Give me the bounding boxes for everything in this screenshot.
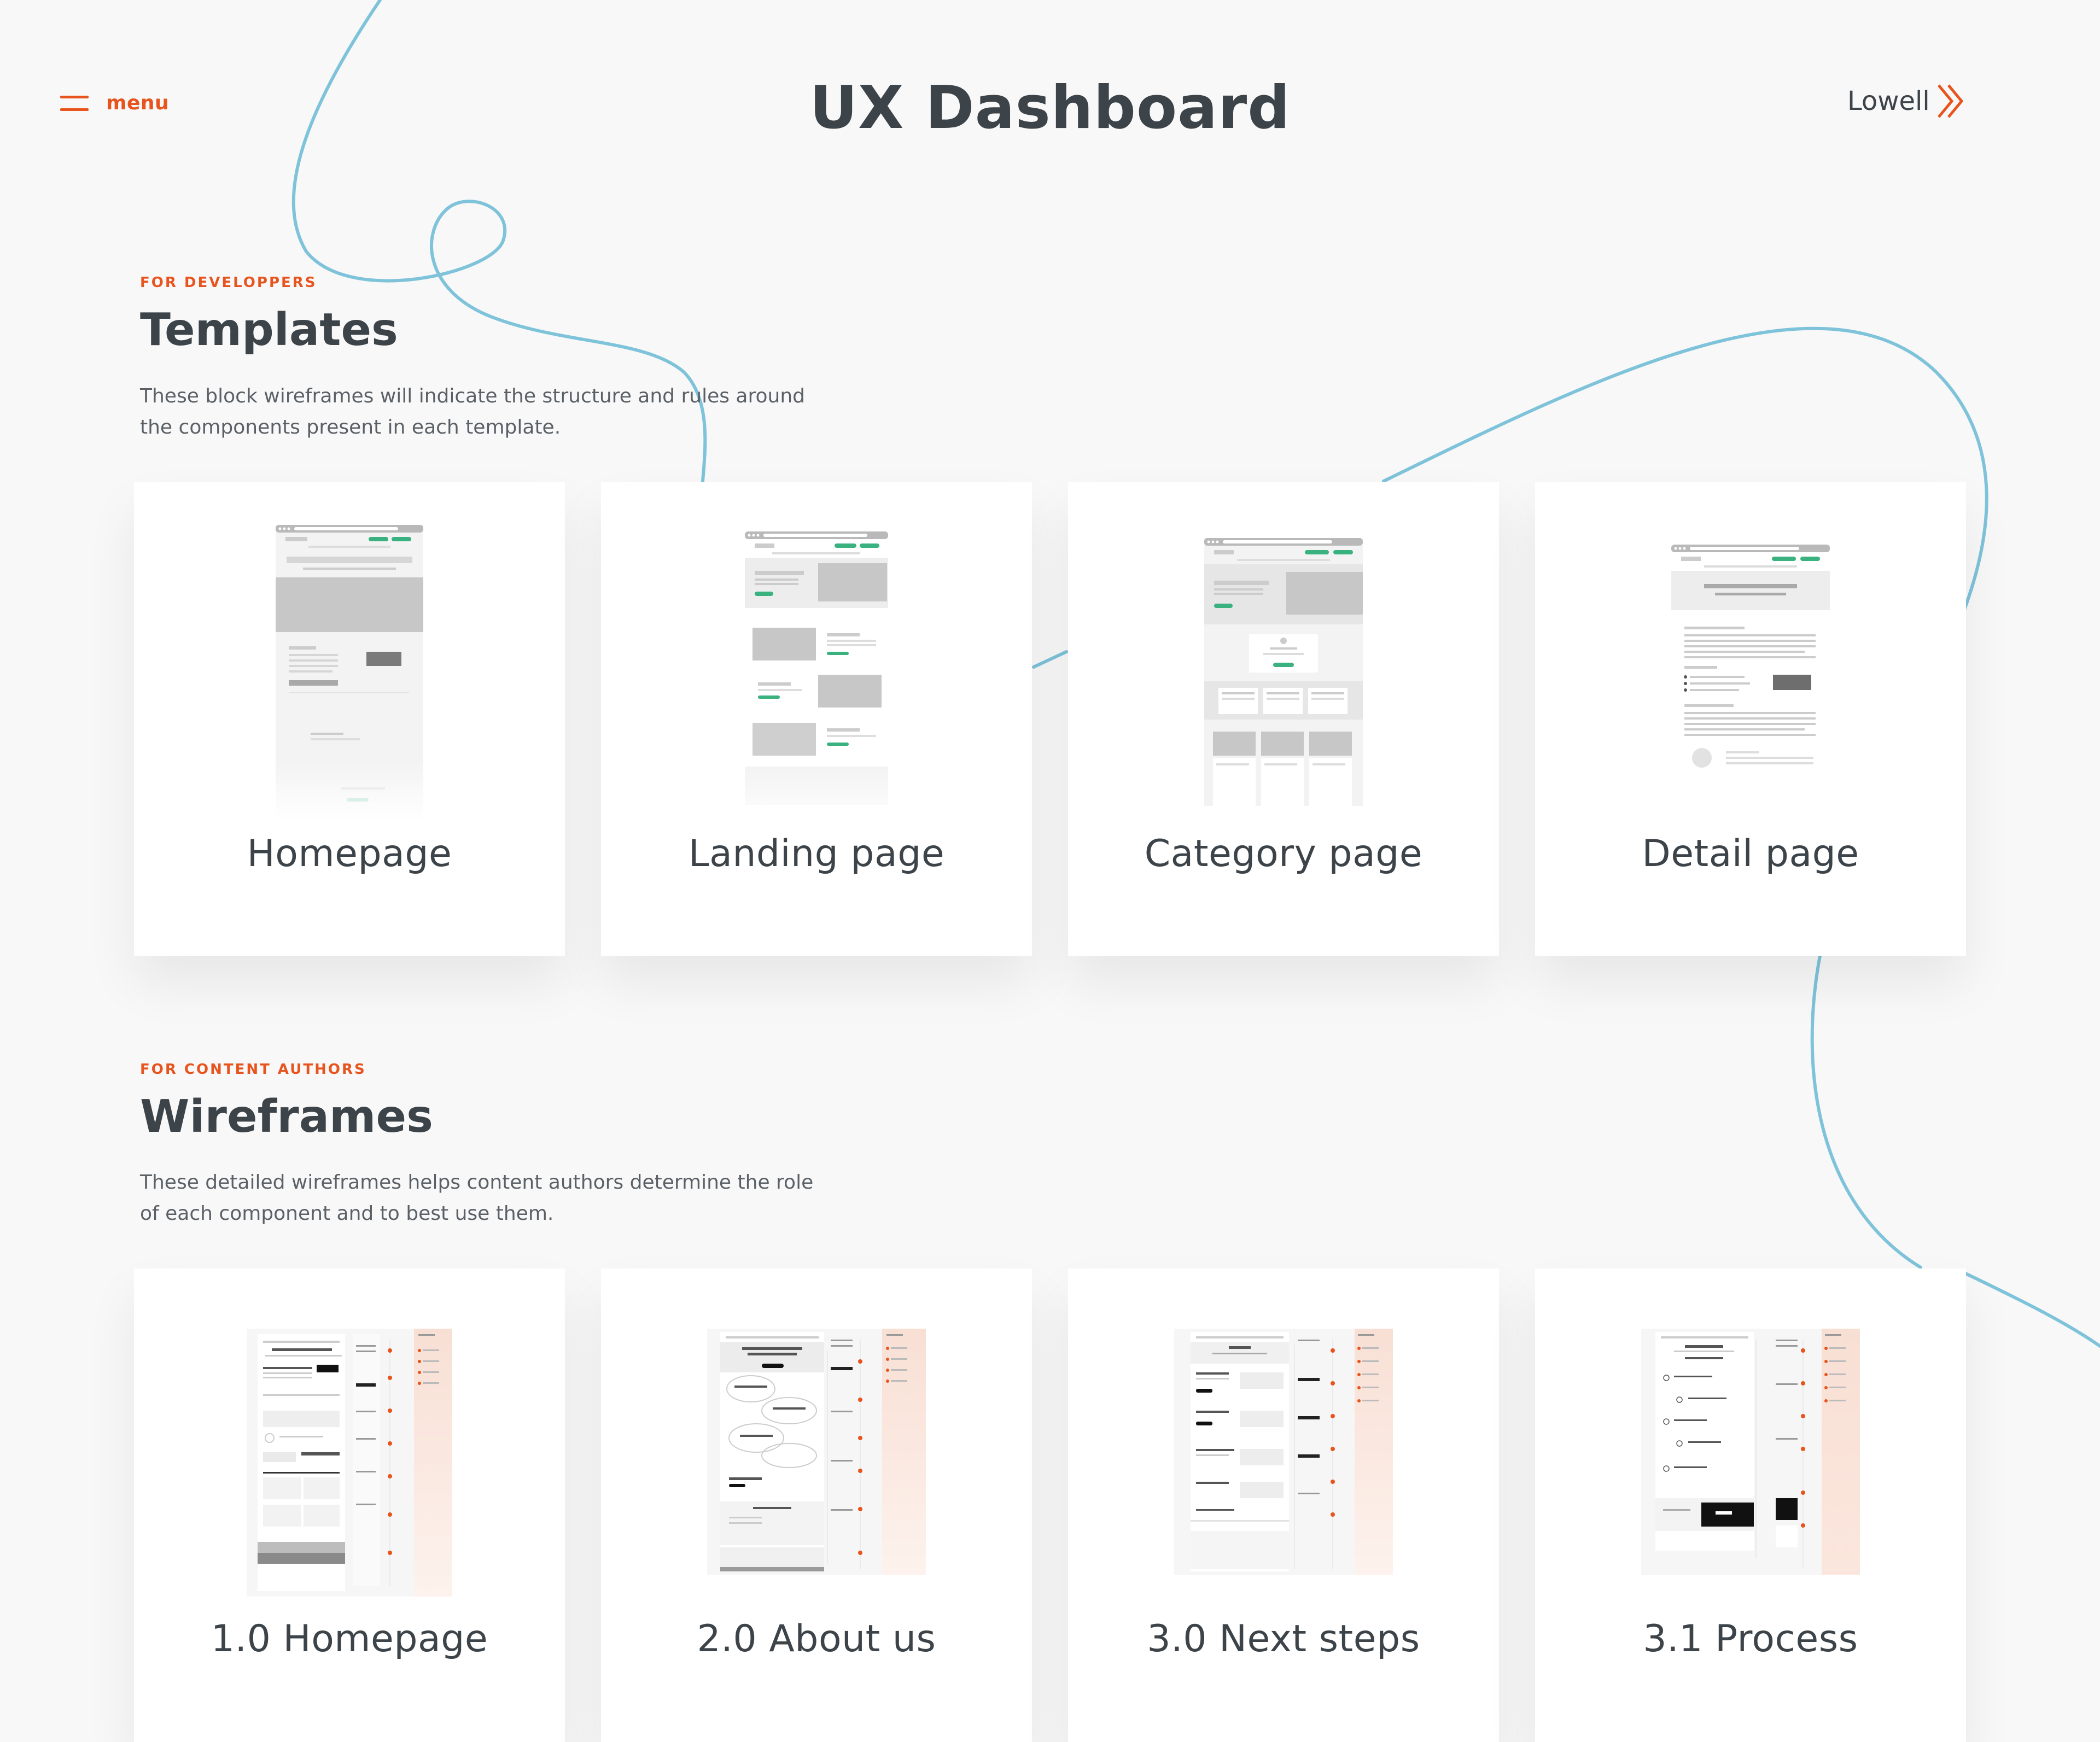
logo-text: Lowell	[1847, 86, 1930, 116]
templates-description: These block wireframes will indicate the…	[140, 385, 806, 439]
category-page-template-thumbnail	[1204, 538, 1363, 806]
menu-button[interactable]: menu	[60, 92, 169, 114]
wireframes-description: These detailed wireframes helps content …	[140, 1171, 814, 1225]
wireframes-eyebrow: FOR CONTENT AUTHORS	[140, 1061, 366, 1078]
template-card-detail-page[interactable]: Detail page	[1535, 482, 1966, 956]
card-label: 3.0 Next steps	[1147, 1617, 1420, 1661]
wireframe-card-homepage[interactable]: 1.0 Homepage	[134, 1268, 565, 1742]
about-us-wireframe-thumbnail	[707, 1329, 926, 1575]
card-label: 2.0 About us	[697, 1617, 936, 1661]
template-card-category-page[interactable]: Category page	[1068, 482, 1499, 956]
hamburger-icon	[60, 95, 89, 111]
card-label: 3.1 Process	[1643, 1617, 1858, 1661]
template-card-homepage[interactable]: Homepage	[134, 482, 565, 956]
card-label: Detail page	[1642, 832, 1859, 875]
template-card-landing-page[interactable]: Landing page	[601, 482, 1032, 956]
wireframes-cards: 1.0 Homepage	[134, 1268, 1966, 1742]
templates-eyebrow: FOR DEVELOPPERS	[140, 274, 317, 291]
homepage-wireframe-thumbnail	[247, 1329, 452, 1597]
homepage-template-thumbnail	[276, 525, 423, 820]
top-header: menu UX Dashboard Lowell	[0, 0, 2100, 186]
lowell-logo[interactable]: Lowell	[1847, 82, 1968, 120]
wireframe-card-process[interactable]: 3.1 Process	[1535, 1268, 1966, 1742]
next-steps-wireframe-thumbnail	[1174, 1329, 1393, 1575]
detail-page-template-thumbnail	[1671, 545, 1830, 802]
menu-label: menu	[106, 92, 170, 114]
wireframe-card-next-steps[interactable]: 3.0 Next steps	[1068, 1268, 1499, 1742]
process-wireframe-thumbnail	[1641, 1329, 1860, 1575]
wireframes-title: Wireframes	[140, 1091, 433, 1143]
card-label: Homepage	[247, 832, 452, 875]
double-chevron-logo-icon	[1937, 84, 1963, 118]
landing-page-template-thumbnail	[745, 531, 888, 827]
wireframe-card-about-us[interactable]: 2.0 About us	[601, 1268, 1032, 1742]
card-label: Category page	[1144, 832, 1423, 875]
templates-cards: Homepage	[134, 482, 1966, 956]
card-label: Landing page	[688, 832, 945, 875]
templates-title: Templates	[140, 304, 398, 356]
page-title: UX Dashboard	[809, 74, 1291, 142]
card-label: 1.0 Homepage	[211, 1617, 488, 1661]
